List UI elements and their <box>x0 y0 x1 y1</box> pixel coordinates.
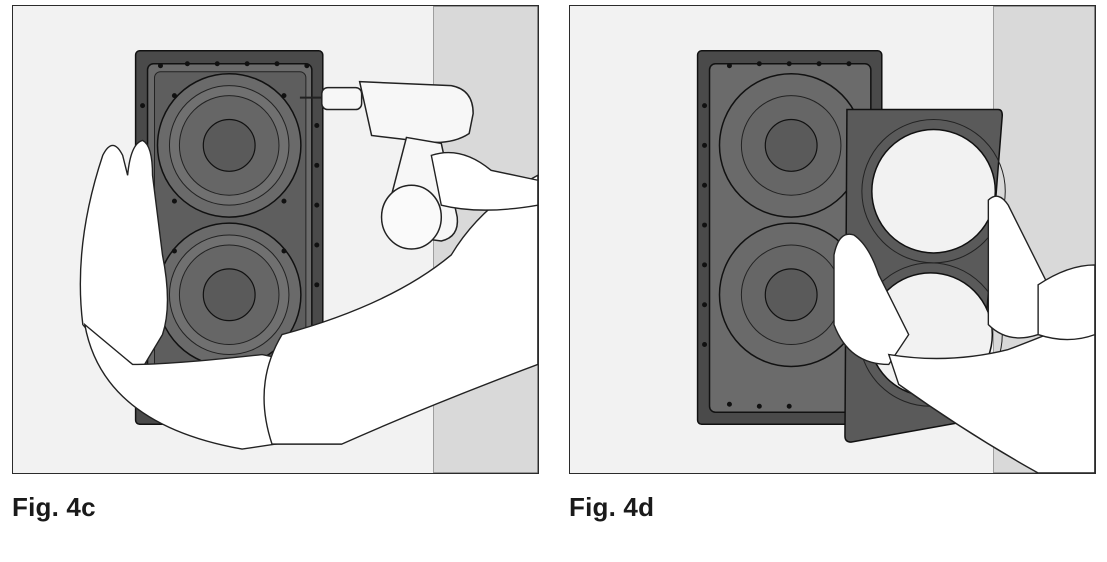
figure-caption-4d: Fig. 4d <box>569 492 655 522</box>
figure-4c-illustration <box>12 5 539 474</box>
left-hand <box>833 233 910 366</box>
speaker-grille-install-illustration <box>570 6 1095 473</box>
figure-caption-4c: Fig. 4c <box>12 492 96 522</box>
right-sleeve <box>263 151 538 445</box>
right-hand <box>987 195 1049 339</box>
speaker-install-drill-illustration <box>13 6 538 473</box>
left-hand <box>79 139 169 386</box>
figure-4d-illustration <box>569 5 1096 474</box>
speaker-frame <box>696 50 883 425</box>
sleeve <box>887 264 1095 473</box>
